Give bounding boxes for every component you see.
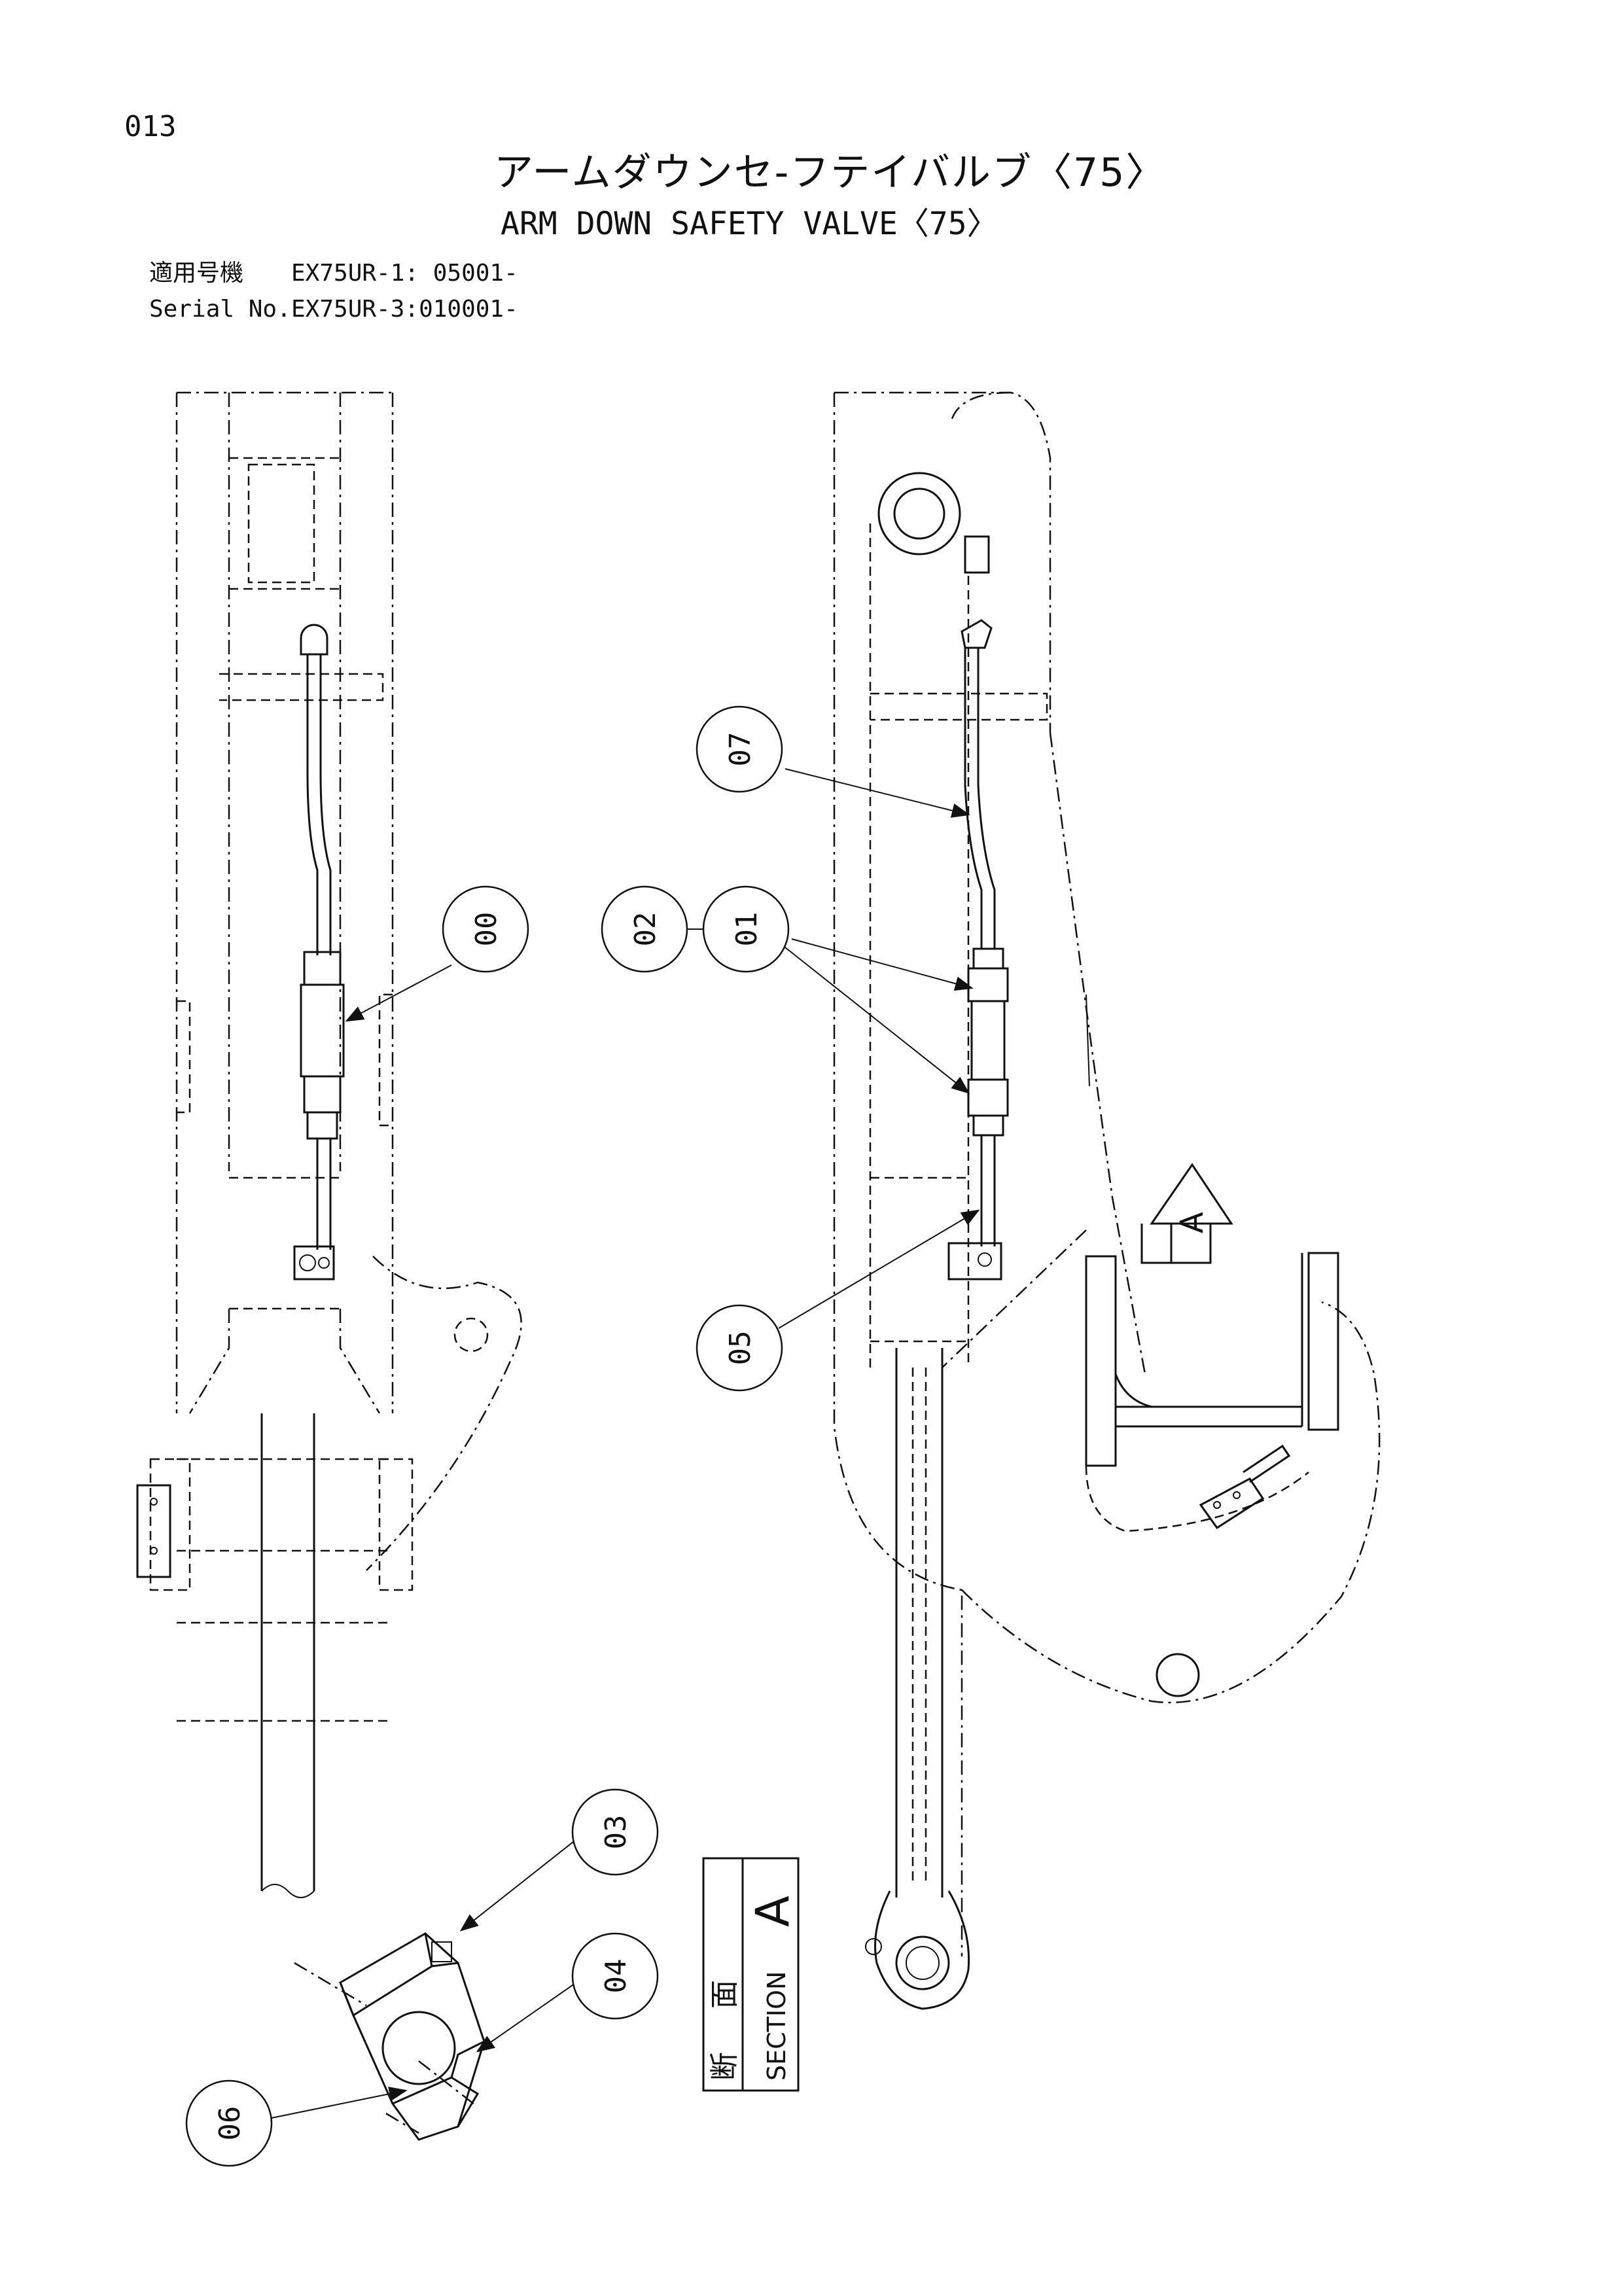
left-arm-view	[136, 391, 522, 1898]
svg-text:03: 03	[599, 1815, 633, 1850]
svg-text:01: 01	[730, 912, 764, 947]
section-letter: A	[746, 1896, 800, 1927]
svg-text:07: 07	[724, 732, 757, 767]
svg-text:06: 06	[213, 2106, 247, 2141]
section-word: SECTION	[762, 1971, 791, 2081]
svg-text:02: 02	[629, 912, 662, 947]
callouts: 00 07 02 01 05 03 04 06	[185, 705, 980, 2167]
title-japanese: アームダウンセ-フテイバルブ〈75〉	[494, 150, 1167, 196]
callout-03: 03	[571, 1788, 659, 1876]
callout-02: 02	[601, 885, 688, 973]
section-kanji-1: 断	[708, 2052, 741, 2081]
svg-text:05: 05	[724, 1331, 757, 1366]
view-a-arrow: A	[1140, 1163, 1233, 1264]
view-a-label: A	[1174, 1212, 1210, 1233]
serial-label-japanese: 適用号機	[149, 260, 244, 287]
callout-04: 04	[571, 1932, 659, 2020]
svg-text:04: 04	[599, 1959, 633, 1994]
callout-01: 01	[702, 885, 790, 973]
page-number: 013	[124, 110, 177, 143]
callout-05: 05	[696, 1304, 783, 1392]
serial-range-1: EX75UR-1: 05001-	[291, 260, 518, 287]
serial-label-english: Serial No.	[149, 296, 291, 323]
section-box: A 断 面 SECTION	[702, 1857, 800, 2092]
title-english: ARM DOWN SAFETY VALVE〈75〉	[501, 205, 998, 242]
section-a-detail	[294, 1932, 485, 2141]
callout-07: 07	[696, 705, 783, 793]
right-arm-view	[833, 391, 1381, 2010]
callout-06: 06	[185, 2079, 273, 2167]
serial-range-2: EX75UR-3:010001-	[291, 296, 518, 323]
callout-00: 00	[442, 885, 529, 973]
svg-text:00: 00	[470, 912, 503, 947]
section-kanji-2: 面	[708, 1980, 741, 2009]
